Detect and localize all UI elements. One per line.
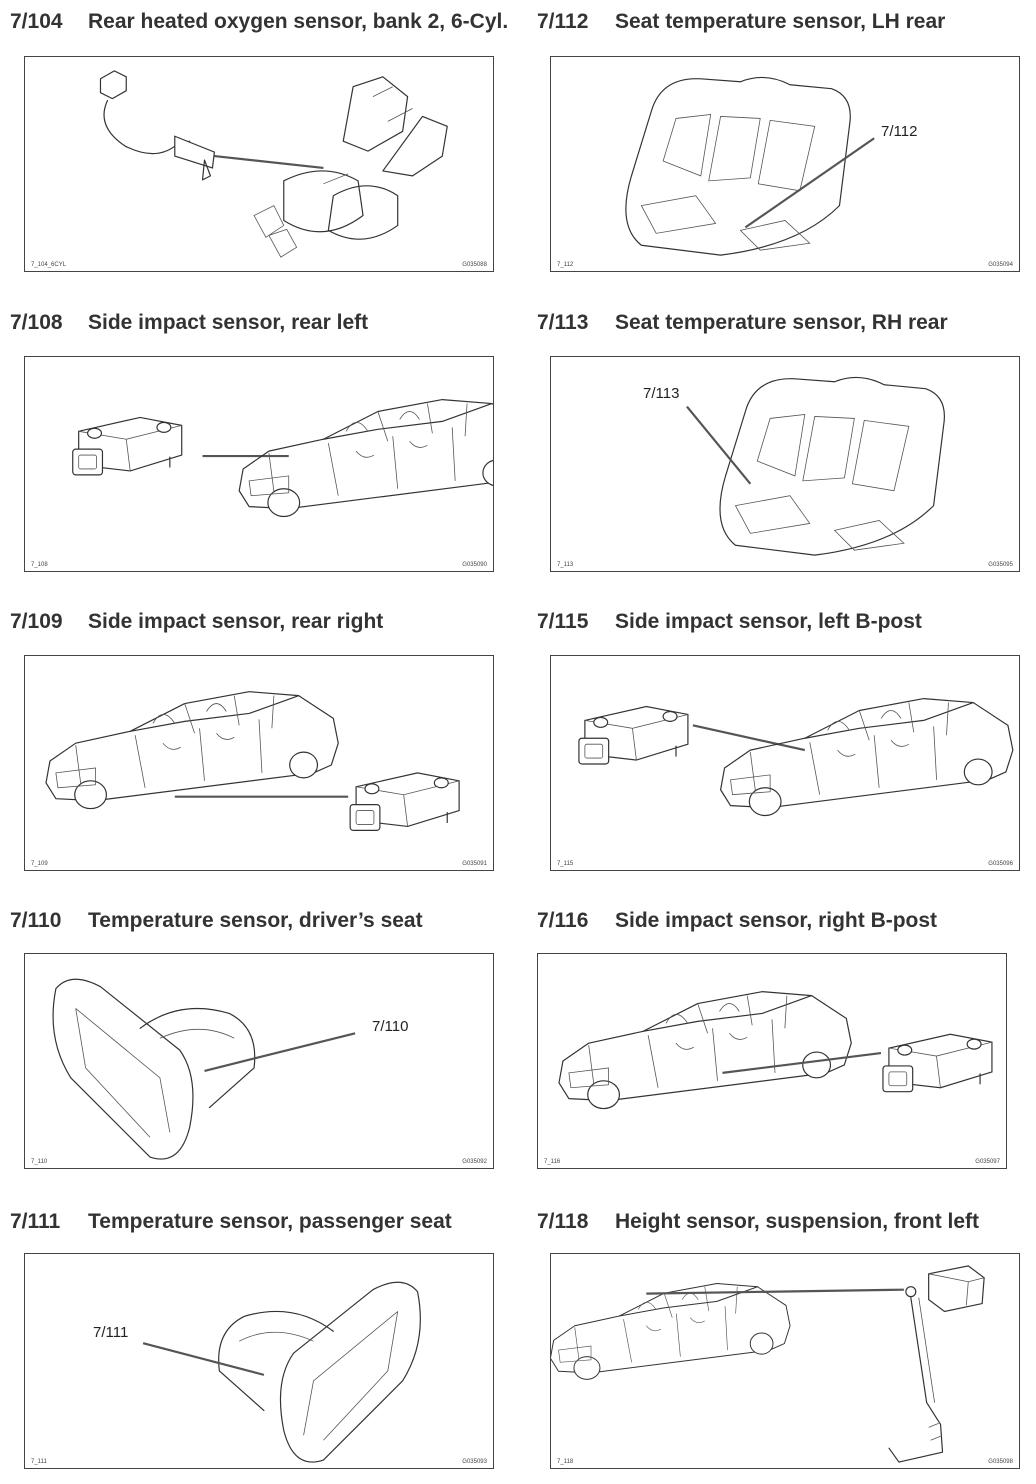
diagram-panel-7-110: 7/110 7_110 G035092 — [24, 953, 494, 1169]
diagram-panel-7-118: 7_118 G035098 — [550, 1253, 1020, 1469]
item-heading: 7/110 Temperature sensor, driver’s seat — [10, 909, 423, 933]
item-code: 7/116 — [537, 909, 589, 932]
item-code: 7/108 — [10, 311, 63, 334]
item-code: 7/113 — [537, 311, 589, 334]
diagram-panel-7-109: 7_109 G035091 — [24, 655, 494, 871]
ref-right: G035097 — [975, 1159, 1000, 1165]
item-code: 7/110 — [10, 909, 62, 932]
ref-right: G035093 — [462, 1459, 487, 1465]
item-heading: 7/108 Side impact sensor, rear left — [10, 311, 368, 335]
ref-left: 7_110 — [31, 1159, 48, 1165]
passenger-seat-illustration — [142, 1281, 421, 1463]
oxygen-sensor-illustration — [99, 70, 448, 258]
item-code: 7/109 — [10, 610, 63, 633]
ref-left: 7_104_6CYL — [31, 262, 67, 268]
ref-left: 7_108 — [31, 562, 48, 568]
ref-right: G035090 — [462, 562, 487, 568]
callout-label: 7/112 — [881, 123, 918, 140]
diagram-panel-7-108: 7_108 G035090 — [24, 356, 494, 572]
ref-right: G035092 — [462, 1159, 487, 1165]
item-code: 7/115 — [537, 610, 589, 633]
item-heading: 7/118 Height sensor, suspension, front le… — [537, 1210, 979, 1234]
item-heading: 7/111 Temperature sensor, passenger seat — [10, 1210, 452, 1234]
height-sensor-illustration — [551, 1265, 985, 1463]
ref-right: G035088 — [462, 262, 487, 268]
callout-label: 7/110 — [372, 1018, 409, 1035]
item-title: Side impact sensor, left B-post — [615, 610, 922, 633]
item-title: Side impact sensor, right B-post — [615, 909, 938, 932]
ref-right: G035091 — [462, 861, 487, 867]
item-heading: 7/109 Side impact sensor, rear right — [10, 610, 383, 634]
item-heading: 7/115 Side impact sensor, left B-post — [537, 610, 922, 634]
ref-left: 7_112 — [557, 262, 574, 268]
item-code: 7/104 — [10, 10, 63, 33]
ref-right: G035096 — [988, 861, 1013, 867]
item-heading: 7/112 Seat temperature sensor, LH rear — [537, 10, 945, 34]
side-impact-sensor-illustration — [72, 399, 493, 518]
item-heading: 7/113 Seat temperature sensor, RH rear — [537, 311, 948, 335]
callout-label: 7/111 — [93, 1324, 129, 1341]
callout-label: 7/113 — [643, 385, 680, 402]
ref-left: 7_115 — [557, 861, 574, 867]
diagram-panel-7-104: 7_104_6CYL G035088 — [24, 56, 494, 272]
diagram-panel-7-113: 7/113 7_113 G035095 — [550, 356, 1020, 572]
item-title: Seat temperature sensor, LH rear — [615, 10, 946, 33]
ref-right: G035094 — [988, 262, 1013, 268]
item-code: 7/118 — [537, 1210, 589, 1233]
ref-left: 7_116 — [544, 1159, 561, 1165]
ref-left: 7_109 — [31, 861, 48, 867]
item-title: Temperature sensor, driver’s seat — [88, 909, 423, 932]
rear-seat-illustration — [625, 76, 875, 256]
side-impact-sensor-illustration — [45, 691, 460, 831]
item-heading: 7/104 Rear heated oxygen sensor, bank 2, … — [10, 10, 508, 34]
item-heading: 7/116 Side impact sensor, right B-post — [537, 909, 937, 933]
item-code: 7/111 — [10, 1210, 61, 1233]
ref-right: G035098 — [988, 1459, 1013, 1465]
diagram-panel-7-111: 7/111 7_111 G035093 — [24, 1253, 494, 1469]
ref-left: 7_111 — [31, 1459, 47, 1465]
side-impact-sensor-illustration — [578, 698, 1014, 817]
rear-seat-illustration — [686, 376, 945, 556]
item-title: Side impact sensor, rear right — [88, 610, 384, 633]
driver-seat-illustration — [52, 978, 356, 1160]
diagram-panel-7-112: 7/112 7_112 G035094 — [550, 56, 1020, 272]
item-title: Seat temperature sensor, RH rear — [615, 311, 948, 334]
item-title: Height sensor, suspension, front left — [615, 1210, 980, 1233]
ref-right: G035095 — [988, 562, 1013, 568]
side-impact-sensor-illustration — [558, 991, 993, 1110]
item-title: Temperature sensor, passenger seat — [88, 1210, 452, 1233]
diagram-panel-7-115: 7_115 G035096 — [550, 655, 1020, 871]
ref-left: 7_118 — [557, 1459, 574, 1465]
ref-left: 7_113 — [557, 562, 574, 568]
item-title: Side impact sensor, rear left — [88, 311, 369, 334]
item-code: 7/112 — [537, 10, 589, 33]
diagram-panel-7-116: 7_116 G035097 — [537, 953, 1007, 1169]
item-title: Rear heated oxygen sensor, bank 2, 6-Cyl… — [88, 10, 509, 33]
